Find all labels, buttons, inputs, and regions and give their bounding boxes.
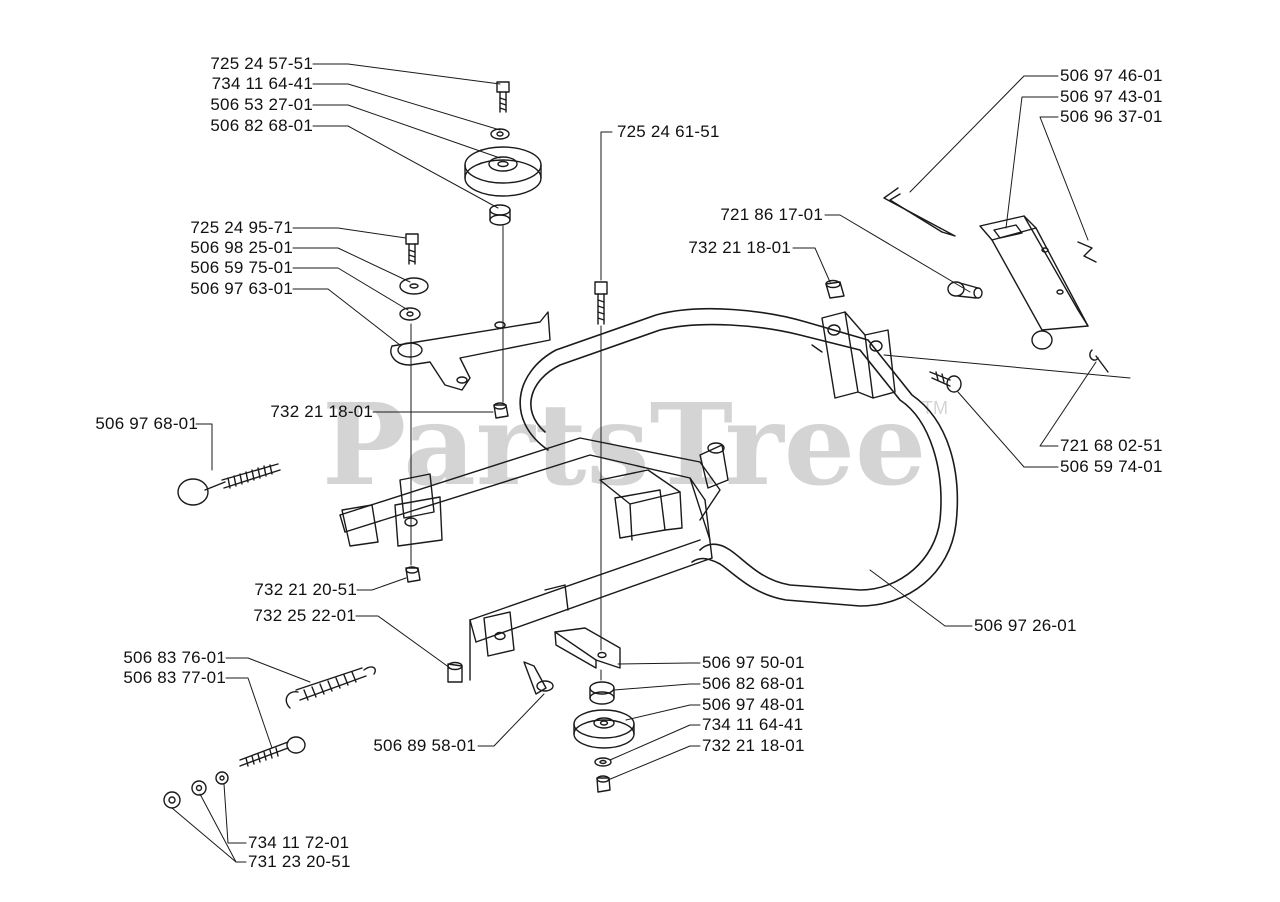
part-label[interactable]: 506 97 48-01 [702, 695, 805, 714]
part-label[interactable]: 725 24 61-51 [617, 122, 720, 141]
center-long-bolt [595, 282, 607, 324]
center-channel-bracket [600, 470, 682, 540]
leader-lines [172, 64, 1130, 862]
part-label[interactable]: 506 98 25-01 [190, 238, 293, 257]
right-upright-bracket [812, 312, 895, 398]
upper-pulley-assembly [465, 82, 541, 225]
part-label[interactable]: 506 97 26-01 [974, 616, 1077, 635]
lift-rod [884, 188, 955, 236]
nut-rear-left [448, 663, 462, 683]
adjusting-eyebolt [240, 737, 305, 766]
part-label[interactable]: 506 89 58-01 [373, 736, 476, 755]
lower-bracket [555, 628, 620, 668]
lower-pulley-assembly [574, 682, 634, 766]
nut-right-upper [826, 281, 844, 299]
spring-clip [1078, 242, 1096, 262]
part-label[interactable]: 734 11 72-01 [248, 833, 350, 852]
part-label[interactable]: 721 86 17-01 [720, 205, 823, 224]
right-bolt [930, 372, 961, 392]
nut-upper [494, 403, 508, 418]
rear-shoulder-bolt [524, 662, 553, 694]
hitch-pin [1090, 350, 1108, 372]
part-label[interactable]: 506 82 68-01 [210, 116, 313, 135]
part-label[interactable]: 506 59 75-01 [190, 258, 293, 277]
part-label[interactable]: 734 11 64-41 [702, 715, 804, 734]
part-label[interactable]: 732 21 18-01 [688, 238, 791, 257]
part-label[interactable]: 506 97 50-01 [702, 653, 805, 672]
part-label[interactable]: 506 97 43-01 [1060, 87, 1163, 106]
part-label[interactable]: 506 97 63-01 [190, 279, 293, 298]
part-label[interactable]: 732 25 22-01 [253, 606, 356, 625]
part-label[interactable]: 506 82 68-01 [702, 674, 805, 693]
idler-arm-bracket [391, 312, 550, 390]
part-label[interactable]: 506 96 37-01 [1060, 107, 1163, 126]
watermark-trademark: TM [922, 398, 948, 418]
part-label[interactable]: 506 53 27-01 [210, 95, 313, 114]
part-label[interactable]: 734 11 64-41 [211, 74, 313, 93]
nut-left [406, 567, 420, 582]
part-label[interactable]: 725 24 57-51 [210, 54, 313, 73]
part-label[interactable]: 732 21 20-51 [254, 580, 357, 599]
part-label[interactable]: 506 83 77-01 [123, 668, 226, 687]
part-label[interactable]: 732 21 18-01 [270, 402, 373, 421]
part-label[interactable]: 506 83 76-01 [123, 648, 226, 667]
nut-center-bottom [597, 776, 610, 792]
part-label[interactable]: 506 97 68-01 [95, 414, 198, 433]
rear-plate [470, 585, 568, 680]
part-label[interactable]: 725 24 95-71 [190, 218, 293, 237]
left-bolt-stack [400, 234, 428, 320]
frame-tube [520, 309, 957, 606]
hex-nut-set [164, 772, 228, 808]
part-label[interactable]: 506 97 46-01 [1060, 66, 1163, 85]
part-label[interactable]: 732 21 18-01 [702, 736, 805, 755]
tension-spring [286, 667, 375, 708]
frame-rails [340, 438, 728, 642]
lanyard-spring [178, 464, 280, 505]
part-label[interactable]: 506 59 74-01 [1060, 457, 1163, 476]
part-label[interactable]: 731 23 20-51 [248, 852, 351, 871]
pivot-pin [948, 282, 982, 298]
part-label[interactable]: 721 68 02-51 [1060, 436, 1163, 455]
pivot-bracket [980, 216, 1088, 349]
